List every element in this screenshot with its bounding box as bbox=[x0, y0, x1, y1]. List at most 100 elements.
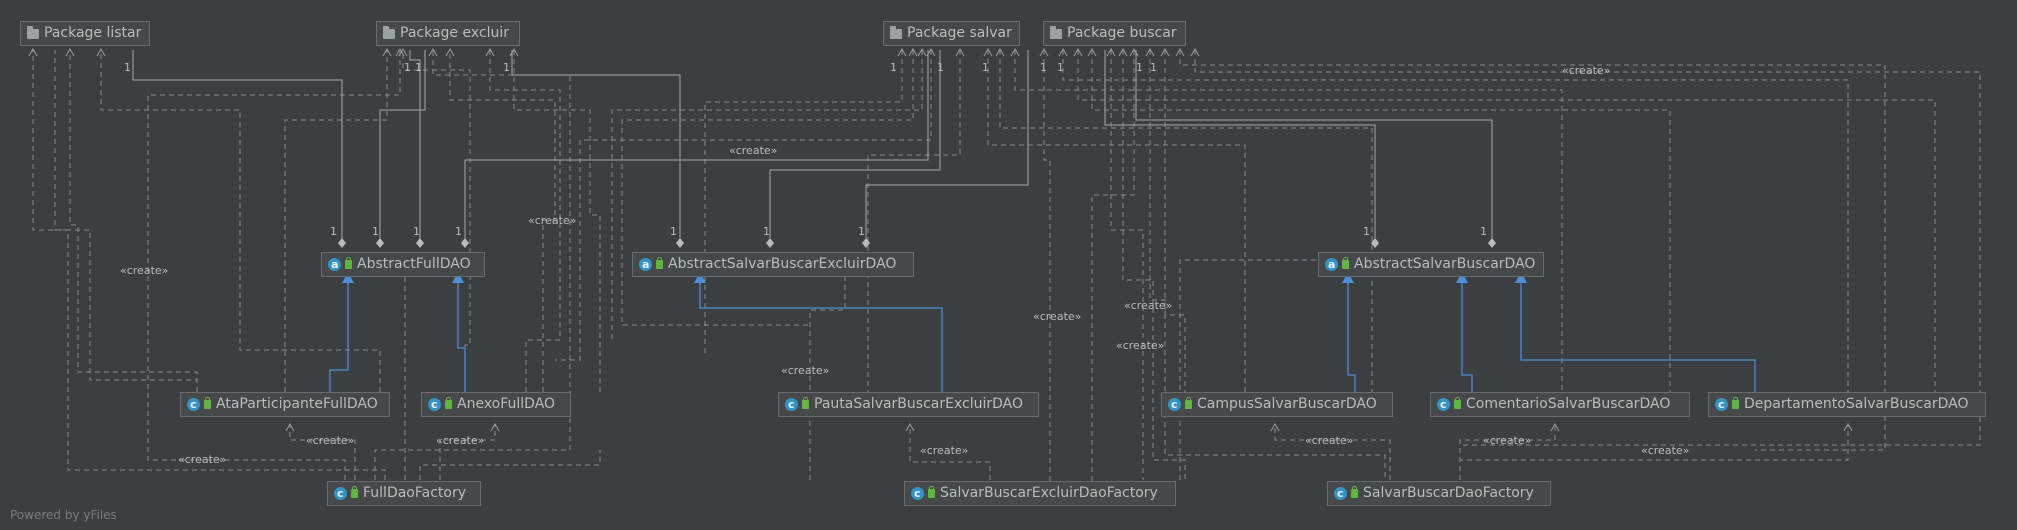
class-anexo-full-dao[interactable]: AnexoFullDAO bbox=[421, 392, 571, 417]
mult-1: 1 bbox=[455, 225, 462, 238]
class-label: AbstractFullDAO bbox=[357, 256, 471, 272]
class-label: CampusSalvarBuscarDAO bbox=[1197, 396, 1377, 412]
class-icon bbox=[334, 482, 347, 505]
lock-icon bbox=[445, 397, 452, 409]
class-icon bbox=[187, 393, 200, 416]
lock-icon bbox=[1185, 397, 1192, 409]
class-label: AtaParticipanteFullDAO bbox=[216, 396, 378, 412]
create-label: «create» bbox=[528, 214, 576, 227]
class-label: PautaSalvarBuscarExcluirDAO bbox=[814, 396, 1023, 412]
package-icon bbox=[27, 25, 39, 39]
class-comentario-salvar-buscar-dao[interactable]: ComentarioSalvarBuscarDAO bbox=[1430, 392, 1690, 417]
package-excluir[interactable]: Package excluir bbox=[376, 21, 520, 46]
create-label: «create» bbox=[306, 434, 354, 447]
package-salvar[interactable]: Package salvar bbox=[883, 21, 1020, 46]
create-label: «create» bbox=[1562, 64, 1610, 77]
class-label: ComentarioSalvarBuscarDAO bbox=[1466, 396, 1671, 412]
class-icon bbox=[1437, 393, 1450, 416]
create-label: «create» bbox=[1116, 339, 1164, 352]
multiplicity-labels: 1 1 1 1 1 1 1 1 1 1 1 1 1 1 1 1 1 1 1 1 bbox=[124, 61, 1487, 238]
class-salvar-buscar-dao-factory[interactable]: SalvarBuscarDaoFactory bbox=[1327, 481, 1551, 506]
mult-1: 1 bbox=[124, 61, 131, 74]
lock-icon bbox=[656, 257, 663, 269]
class-abstract-salvar-buscar-excluir-dao[interactable]: AbstractSalvarBuscarExcluirDAO bbox=[632, 252, 914, 277]
mult-1: 1 bbox=[763, 225, 770, 238]
package-icon bbox=[890, 25, 902, 39]
create-label: «create» bbox=[1305, 434, 1353, 447]
class-label: AnexoFullDAO bbox=[457, 396, 556, 412]
create-label: «create» bbox=[436, 434, 484, 447]
class-label: AbstractSalvarBuscarExcluirDAO bbox=[668, 256, 897, 272]
class-label: SalvarBuscarDaoFactory bbox=[1363, 485, 1534, 501]
mult-1: 1 bbox=[937, 61, 944, 74]
class-icon bbox=[1334, 482, 1347, 505]
abstract-class-icon bbox=[639, 253, 652, 276]
lock-icon bbox=[1732, 397, 1739, 409]
mult-1: 1 bbox=[1150, 61, 1157, 74]
class-pauta-salvar-buscar-excluir-dao[interactable]: PautaSalvarBuscarExcluirDAO bbox=[778, 392, 1039, 417]
class-full-dao-factory[interactable]: FullDaoFactory bbox=[327, 481, 481, 506]
dependency-edges bbox=[32, 50, 1981, 500]
mult-1: 1 bbox=[890, 61, 897, 74]
class-icon bbox=[785, 393, 798, 416]
lock-icon bbox=[928, 486, 935, 498]
lock-icon bbox=[1342, 257, 1349, 269]
class-label: FullDaoFactory bbox=[363, 485, 467, 501]
create-labels: «create» «create» «create» «create» «cre… bbox=[120, 64, 1689, 466]
mult-1: 1 bbox=[372, 225, 379, 238]
package-excluir-label: Package excluir bbox=[400, 25, 509, 41]
create-label: «create» bbox=[1033, 310, 1081, 323]
create-label: «create» bbox=[729, 144, 777, 157]
lock-icon bbox=[1454, 397, 1461, 409]
powered-by-footer: Powered by yFiles bbox=[10, 508, 117, 522]
mult-1: 1 bbox=[1363, 225, 1370, 238]
package-icon bbox=[383, 25, 395, 39]
package-buscar-label: Package buscar bbox=[1067, 25, 1177, 41]
class-icon bbox=[1715, 393, 1728, 416]
mult-1: 1 bbox=[413, 225, 420, 238]
inheritance-arrowheads bbox=[342, 272, 1527, 283]
create-label: «create» bbox=[1124, 299, 1172, 312]
package-salvar-label: Package salvar bbox=[907, 25, 1012, 41]
class-icon bbox=[1168, 393, 1181, 416]
class-salvar-buscar-excluir-dao-factory[interactable]: SalvarBuscarExcluirDaoFactory bbox=[904, 481, 1176, 506]
class-label: AbstractSalvarBuscarDAO bbox=[1354, 256, 1536, 272]
abstract-class-icon bbox=[328, 253, 341, 276]
class-abstract-full-dao[interactable]: AbstractFullDAO bbox=[321, 252, 485, 277]
composition-edges bbox=[132, 50, 1493, 238]
mult-1: 1 bbox=[982, 61, 989, 74]
mult-1: 1 bbox=[1057, 61, 1064, 74]
class-campus-salvar-buscar-dao[interactable]: CampusSalvarBuscarDAO bbox=[1161, 392, 1393, 417]
abstract-class-icon bbox=[1325, 253, 1338, 276]
composition-diamonds bbox=[338, 238, 1496, 248]
package-icon bbox=[1050, 25, 1062, 39]
package-buscar[interactable]: Package buscar bbox=[1043, 21, 1186, 46]
mult-1: 1 bbox=[858, 225, 865, 238]
mult-1: 1 bbox=[1040, 61, 1047, 74]
create-label: «create» bbox=[1483, 434, 1531, 447]
package-listar[interactable]: Package listar bbox=[20, 21, 150, 46]
mult-1: 1 bbox=[1480, 225, 1487, 238]
lock-icon bbox=[1351, 486, 1358, 498]
create-label: «create» bbox=[1641, 444, 1689, 457]
class-ata-participante-full-dao[interactable]: AtaParticipanteFullDAO bbox=[180, 392, 390, 417]
lock-icon bbox=[204, 397, 211, 409]
class-label: DepartamentoSalvarBuscarDAO bbox=[1744, 396, 1969, 412]
class-departamento-salvar-buscar-dao[interactable]: DepartamentoSalvarBuscarDAO bbox=[1708, 392, 1986, 417]
lock-icon bbox=[802, 397, 809, 409]
create-label: «create» bbox=[178, 453, 226, 466]
mult-1: 1 bbox=[415, 61, 422, 74]
mult-1: 1 bbox=[1136, 61, 1143, 74]
lock-icon bbox=[345, 257, 352, 269]
create-label: «create» bbox=[781, 364, 829, 377]
create-label: «create» bbox=[120, 264, 168, 277]
mult-1: 1 bbox=[670, 225, 677, 238]
mult-1: 1 bbox=[330, 225, 337, 238]
mult-1: 1 bbox=[503, 61, 510, 74]
mult-1: 1 bbox=[404, 61, 411, 74]
package-listar-label: Package listar bbox=[44, 25, 142, 41]
class-abstract-salvar-buscar-dao[interactable]: AbstractSalvarBuscarDAO bbox=[1318, 252, 1544, 277]
class-icon bbox=[911, 482, 924, 505]
lock-icon bbox=[351, 486, 358, 498]
